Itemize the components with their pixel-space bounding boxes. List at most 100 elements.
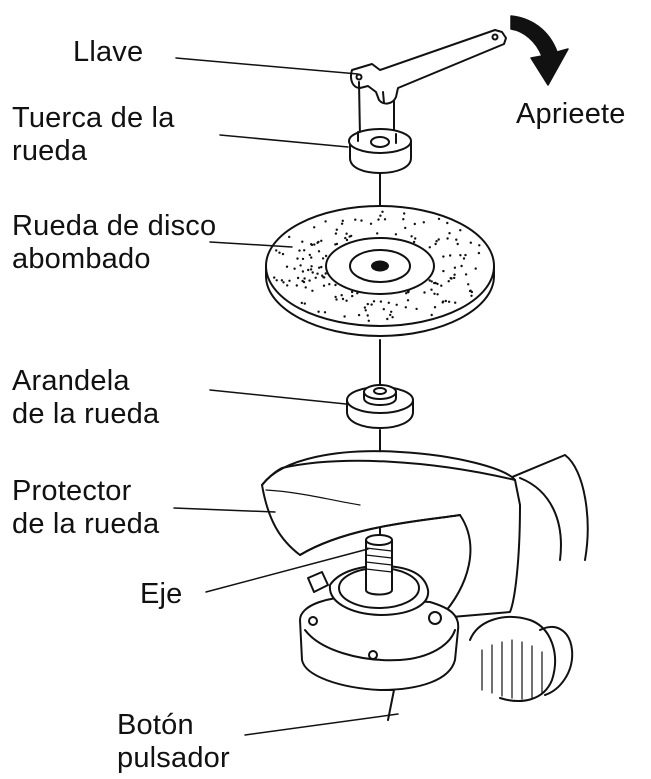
disc-speckle xyxy=(449,277,452,280)
disc-speckle xyxy=(404,226,407,230)
disc-speckle xyxy=(422,221,425,224)
disc-speckle xyxy=(321,274,324,277)
disc-speckle xyxy=(308,253,311,257)
disc-speckle xyxy=(440,284,443,287)
disc-speckle xyxy=(288,235,291,239)
wheel-washer-part xyxy=(346,384,414,429)
disc-speckle xyxy=(316,272,319,275)
disc-speckle xyxy=(449,254,452,257)
disc-speckle xyxy=(357,313,361,317)
disc-speckle xyxy=(379,300,383,303)
disc-speckle xyxy=(295,284,298,287)
disc-speckle xyxy=(447,280,450,283)
disc-speckle xyxy=(303,277,306,280)
disc-speckle xyxy=(354,218,357,221)
disc-speckle xyxy=(415,307,418,311)
disc-speckle xyxy=(302,280,306,284)
disc-speckle xyxy=(453,273,456,276)
disc-speckle xyxy=(345,299,348,302)
disc-speckle xyxy=(296,276,300,280)
washer-label: Arandela de la rueda xyxy=(12,365,160,430)
disc-speckle xyxy=(447,300,451,303)
disc-speckle xyxy=(345,232,348,235)
disc-speckle xyxy=(469,289,472,292)
disc-speckle xyxy=(477,251,481,255)
disc-speckle xyxy=(391,316,394,319)
disc-speckle xyxy=(442,255,445,258)
disc-speckle xyxy=(386,317,389,321)
disc-speckle xyxy=(300,301,303,305)
wheel-nut-label: Tuerca de la rueda xyxy=(12,102,175,167)
disc-speckle xyxy=(464,273,468,276)
disc-speckle xyxy=(403,212,406,215)
disc-speckle xyxy=(351,294,354,298)
disc-speckle xyxy=(382,308,385,311)
disc-speckle xyxy=(430,288,433,291)
disc-speckle xyxy=(324,254,328,258)
disc-speckle xyxy=(464,253,467,257)
disc-speckle xyxy=(444,299,447,303)
wrench-part xyxy=(350,29,507,141)
disc-speckle xyxy=(301,257,305,261)
disc-speckle xyxy=(322,276,325,279)
disc-speckle xyxy=(446,221,449,225)
disc-speckle xyxy=(364,309,367,312)
disc-speckle xyxy=(436,282,439,286)
disc-speckle xyxy=(430,313,433,317)
disc-label: Rueda de disco abombado xyxy=(12,210,217,275)
disc-speckle xyxy=(350,234,353,238)
disc-speckle xyxy=(381,210,384,213)
spindle-label: Eje xyxy=(140,578,183,610)
disc-speckle xyxy=(469,241,472,244)
disc-speckle xyxy=(453,276,456,280)
disc-speckle xyxy=(334,243,337,246)
disc-speckle xyxy=(278,251,281,254)
disc-speckle xyxy=(389,313,392,317)
disc-speckle xyxy=(363,306,367,309)
disc-speckle xyxy=(406,299,410,302)
disc-speckle xyxy=(310,265,313,268)
disc-speckle xyxy=(311,271,314,274)
disc-speckle xyxy=(433,281,436,285)
disc-speckle xyxy=(282,281,285,284)
disc-speckle xyxy=(317,310,320,313)
disc-speckle xyxy=(356,292,359,295)
disc-speckle xyxy=(456,242,459,246)
disc-speckle xyxy=(301,270,305,273)
disc-speckle xyxy=(459,229,462,232)
disc-speckle xyxy=(435,240,438,243)
leader-lines xyxy=(173,57,399,736)
disc-speckle xyxy=(406,290,410,293)
disc-speckle xyxy=(448,232,451,235)
disc-speckle xyxy=(324,272,327,275)
grinder-body-part xyxy=(469,454,589,702)
disc-speckle xyxy=(470,294,473,297)
disc-speckle xyxy=(446,237,449,240)
disc-speckle xyxy=(414,237,417,240)
disc-speckle xyxy=(344,236,347,240)
disc-speckle xyxy=(334,295,337,299)
guard-label: Protector de la rueda xyxy=(12,475,160,540)
disc-speckle xyxy=(366,314,369,317)
disc-speckle xyxy=(293,267,296,270)
disc-speckle xyxy=(303,302,306,305)
tighten-label: Aprieete xyxy=(516,98,626,130)
disc-speckle xyxy=(320,265,323,269)
disc-speckle xyxy=(341,297,345,301)
disc-speckle xyxy=(402,218,405,221)
disc-speckle xyxy=(317,250,321,253)
disc-speckle xyxy=(370,303,373,306)
disc-speckle xyxy=(288,279,291,282)
disc-speckle xyxy=(433,292,436,295)
disc-speckle xyxy=(410,235,413,238)
disc-speckle xyxy=(455,238,458,241)
disc-speckle xyxy=(430,280,433,283)
disc-speckle xyxy=(376,232,379,235)
disc-speckle xyxy=(308,279,311,282)
tighten-arrow-icon xyxy=(510,15,569,86)
disc-speckle xyxy=(379,214,382,217)
disc-speckle xyxy=(478,244,481,247)
disc-speckle xyxy=(460,264,463,268)
